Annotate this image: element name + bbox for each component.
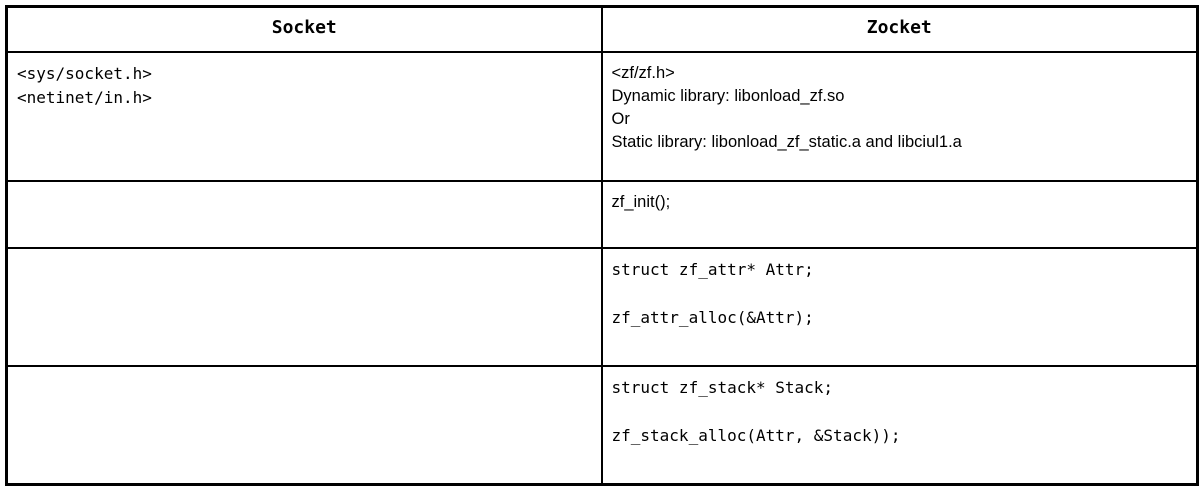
column-header-socket: Socket: [5, 5, 603, 53]
zocket-attr-alloc-call: zf_attr_alloc(&Attr);: [611, 308, 814, 327]
zocket-attr-declaration: struct zf_attr* Attr;: [611, 260, 814, 279]
cell-socket-includes: <sys/socket.h> <netinet/in.h>: [5, 51, 603, 182]
cell-socket-stack-empty: [5, 365, 603, 486]
column-header-zocket: Zocket: [600, 5, 1199, 53]
zocket-stack-declaration: struct zf_stack* Stack;: [611, 378, 834, 397]
table-body: <sys/socket.h> <netinet/in.h> <zf/zf.h> …: [5, 51, 1199, 486]
table-header: Socket Zocket: [5, 5, 1199, 53]
zocket-includes-text: <zf/zf.h> Dynamic library: libonload_zf.…: [611, 64, 962, 151]
code-blank-line: [612, 282, 1188, 306]
table-row-attr: struct zf_attr* Attr; zf_attr_alloc(&Att…: [5, 247, 1199, 367]
table-header-row: Socket Zocket: [5, 5, 1199, 53]
cell-zocket-attr: struct zf_attr* Attr; zf_attr_alloc(&Att…: [600, 247, 1199, 367]
cell-zocket-init: zf_init();: [600, 180, 1199, 249]
page-root: Socket Zocket <sys/socket.h> <netinet/in…: [5, 5, 1199, 486]
table-row-init: zf_init();: [5, 180, 1199, 249]
table-row-includes: <sys/socket.h> <netinet/in.h> <zf/zf.h> …: [5, 51, 1199, 182]
code-blank-line: [612, 400, 1188, 424]
zocket-stack-alloc-call: zf_stack_alloc(Attr, &Stack));: [611, 426, 901, 445]
cell-zocket-stack: struct zf_stack* Stack; zf_stack_alloc(A…: [600, 365, 1199, 486]
cell-socket-init-empty: [5, 180, 603, 249]
socket-zocket-comparison-table: Socket Zocket <sys/socket.h> <netinet/in…: [5, 5, 1199, 486]
cell-socket-attr-empty: [5, 247, 603, 367]
table-row-stack: struct zf_stack* Stack; zf_stack_alloc(A…: [5, 365, 1199, 486]
zocket-init-text: zf_init();: [611, 193, 671, 211]
cell-zocket-includes: <zf/zf.h> Dynamic library: libonload_zf.…: [600, 51, 1199, 182]
socket-includes-text: <sys/socket.h> <netinet/in.h>: [17, 64, 152, 107]
